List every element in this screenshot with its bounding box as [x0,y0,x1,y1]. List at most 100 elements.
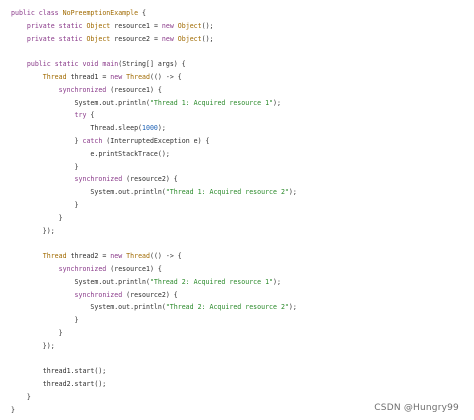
code-token: resource1 = [114,21,162,30]
code-token: Object [86,34,115,43]
code-token: class [38,9,63,17]
code-token: Thread [126,252,150,261]
code-line: } [11,199,474,212]
code-token: } [11,136,83,145]
code-token: (() -> { [149,72,182,81]
code-token: (resource1) { [110,264,162,273]
code-token: System.out.println( [11,277,150,286]
code-token [11,265,59,273]
code-token: public [26,60,55,69]
code-token: ); [288,303,297,312]
code-token [11,86,59,94]
code-token: void [82,60,103,69]
code-token: (InterruptedException e) { [106,136,210,145]
code-token: Thread [42,72,71,81]
code-line [11,237,474,250]
code-line: Thread thread1 = new Thread(() -> { [11,71,474,84]
code-token: System.out.println( [11,98,150,107]
code-token: new [110,252,127,261]
code-token [11,291,75,299]
code-line: } [11,212,474,225]
code-line: private static Object resource1 = new Ob… [11,20,474,33]
code-token [11,22,27,30]
code-line: synchronized (resource1) { [11,84,474,97]
code-token: e.printStackTrace(); [11,149,170,158]
code-line: } [11,314,474,327]
code-token [11,252,43,260]
code-token: Thread [126,72,150,81]
code-token: { [90,111,95,120]
code-token: static [54,60,83,69]
code-token: Thread [42,252,71,261]
code-token: (resource1) { [110,85,162,94]
code-token: (resource2) { [126,175,178,184]
code-token: Object [177,34,202,43]
code-line: e.printStackTrace(); [11,148,474,161]
code-line: System.out.println("Thread 1: Acquired r… [11,97,474,110]
code-line: synchronized (resource1) { [11,263,474,276]
code-token: thread1.start(); [11,367,107,376]
code-token: "Thread 1: Acquired resource 1" [149,98,274,107]
code-token: synchronized [58,85,111,94]
code-token: new [161,21,178,30]
code-token: new [110,72,127,81]
code-token: synchronized [74,290,127,299]
code-line: thread1.start(); [11,365,474,378]
code-token [11,60,27,68]
code-token: { [138,9,147,17]
code-token: ); [273,98,281,107]
code-token: public [11,9,39,17]
code-line: } [11,391,474,404]
code-token: "Thread 1: Acquired resource 2" [165,188,289,197]
code-token: main [102,60,119,69]
code-token: ); [288,188,297,197]
code-token: synchronized [74,175,127,184]
code-line [11,353,474,366]
code-token: }); [11,341,55,350]
code-token: ); [157,124,166,133]
code-token: } [11,392,31,401]
code-token: Object [177,21,202,30]
code-line: Thread thread2 = new Thread(() -> { [11,250,474,263]
code-token: resource2 = [114,34,162,43]
code-token: thread2 = [70,252,111,261]
code-token: "Thread 2: Acquired resource 2" [165,303,289,312]
code-token: } [11,316,79,325]
code-line: System.out.println("Thread 2: Acquired r… [11,276,474,289]
code-token: static [58,21,87,30]
code-line: System.out.println("Thread 2: Acquired r… [11,301,474,314]
code-line: System.out.println("Thread 1: Acquired r… [11,186,474,199]
code-token: }); [11,226,55,235]
code-token: System.out.println( [11,188,166,197]
code-token: (String[] args) { [118,60,186,69]
code-token: (() -> { [149,252,182,261]
code-token: Object [86,21,115,30]
code-line: } [11,327,474,340]
code-token: } [11,162,79,171]
code-token: private [26,34,59,43]
code-line: } [11,404,474,417]
code-token: } [11,213,63,222]
code-token: System.out.println( [11,303,166,312]
code-token: (resource2) { [126,290,178,299]
code-token [11,35,27,43]
code-token: NoPreemptionExample [62,9,139,17]
code-token: Thread.sleep( [11,124,143,133]
code-token: } [11,405,15,414]
code-token: (); [201,34,214,43]
code-line: private static Object resource2 = new Ob… [11,33,474,46]
code-token [11,175,75,183]
code-token: ); [273,277,281,286]
code-line [11,45,474,58]
code-line: } [11,161,474,174]
code-token: "Thread 2: Acquired resource 1" [149,277,274,286]
code-line: thread2.start(); [11,378,474,391]
code-line: }); [11,340,474,353]
code-line: synchronized (resource2) { [11,289,474,302]
code-line: public class NoPreemptionExample { [11,7,474,20]
code-line: } catch (InterruptedException e) { [11,135,474,148]
code-token: try [74,111,91,120]
code-token [11,111,75,119]
code-token: (); [201,21,214,30]
